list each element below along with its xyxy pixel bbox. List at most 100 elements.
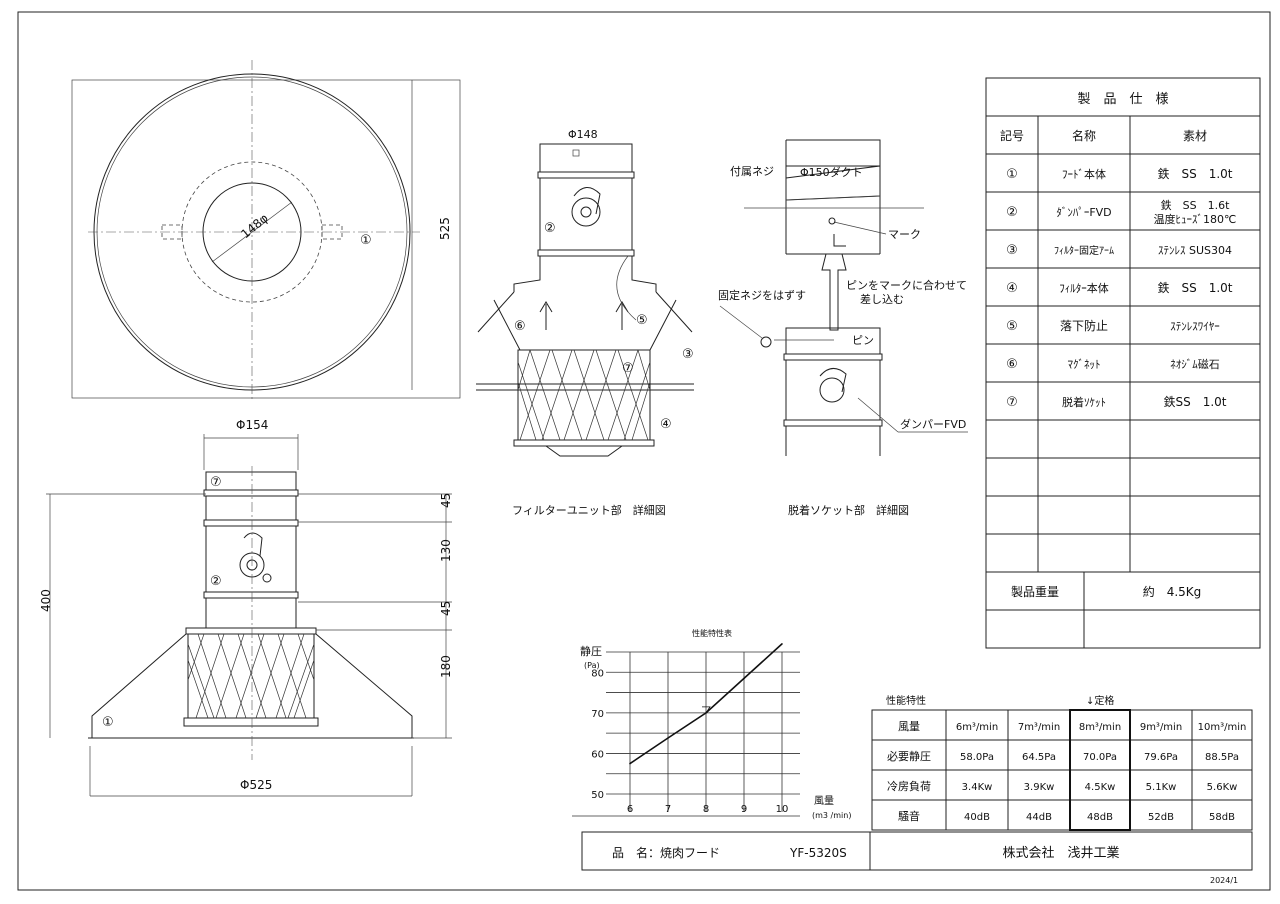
perf-header: 風量: [898, 720, 920, 733]
perf-label: 性能特性: [886, 694, 926, 707]
dim-130: 130: [439, 539, 453, 562]
spec-title: 製 品 仕 様: [1077, 92, 1168, 107]
chart-point: [629, 762, 631, 765]
perf-cell: 44dB: [1026, 812, 1052, 823]
perf-cell: 4.5Kw: [1085, 782, 1116, 793]
chart-point: [743, 677, 745, 680]
socket-label-remove: 固定ネジをはずす: [718, 288, 806, 302]
front-marker-7: ⑦: [210, 475, 222, 490]
inner-diameter-leader: [211, 201, 293, 263]
filter-marker-4: ④: [660, 417, 672, 432]
spec-table: 製 品 仕 様 記号 名称 素材 ① ﾌｰﾄﾞ本体 鉄 SS 1.0t ② ﾀﾞ…: [985, 77, 1261, 649]
chart-ytick-label: 60: [591, 749, 604, 760]
dim-45-lower: 45: [439, 601, 453, 616]
spec-row-name: ﾌｨﾙﾀｰ本体: [1059, 281, 1109, 295]
spec-row-material: 鉄SS 1.0t: [1163, 394, 1226, 409]
filter-arrow-left: [539, 301, 553, 330]
title-block: 品 名：焼肉フード YF-5320S 株式会社 浅井工業 2024/1: [581, 831, 1253, 885]
perf-cell: 58.0Pa: [960, 752, 994, 763]
chart-xtick-label: 10: [776, 804, 789, 815]
inner-diameter-label: 148φ: [238, 211, 271, 242]
perf-header: 8m³/min: [1079, 722, 1121, 733]
chart-xtick-label: 8: [703, 804, 709, 815]
title-company: 株式会社 浅井工業: [1002, 845, 1119, 861]
filter-marker-5: ⑤: [636, 313, 648, 328]
socket-label-damper: ダンパーFVD: [900, 417, 966, 431]
spec-row-sym: ⑤: [1006, 319, 1018, 334]
top-view-clip-left: [161, 224, 183, 240]
chart-rated-marker: [702, 706, 711, 714]
filter-arrow-right: [615, 301, 629, 330]
perf-rated-highlight: [1069, 709, 1131, 831]
chart-ytick-label: 80: [591, 668, 604, 679]
title-model: YF-5320S: [789, 846, 847, 860]
front-upper-duct: [205, 495, 297, 521]
chart-xtick-label: 7: [665, 804, 671, 815]
chart-xunit: (m3 /min): [812, 811, 851, 820]
title-product: 品 名：焼肉フード: [612, 845, 720, 860]
front-filter: [187, 633, 315, 719]
top-view-box: [71, 79, 461, 399]
perf-header: 6m³/min: [956, 722, 998, 733]
spec-row-material: 鉄 SS 1.0t: [1157, 280, 1232, 295]
dim-phi154-label: Φ154: [236, 418, 268, 432]
socket-insert-arrow: [821, 253, 847, 331]
title-date: 2024/1: [1210, 876, 1238, 885]
filter-unit-detail: Φ148 ② ⑤ ⑥ ③ ⑦ ④ フィルターユニット部 詳細図: [476, 128, 694, 517]
perf-cell: 52dB: [1148, 812, 1174, 823]
dim-400-label: 400: [39, 589, 53, 612]
spec-row-name: ﾌｰﾄﾞ本体: [1062, 167, 1106, 181]
spec-row-sym: ③: [1006, 243, 1018, 258]
socket-label-pin: ピン: [852, 334, 874, 347]
dim-phi525-label: Φ525: [240, 778, 272, 792]
spec-row-material: 鉄 SS 1.6t: [1161, 198, 1230, 212]
socket-screw-removed: [760, 336, 772, 348]
filter-damper-hub: [571, 197, 601, 227]
chart-yunit: (Pa): [584, 661, 600, 670]
spec-row-material-2: 温度ﾋｭｰｽﾞ180℃: [1154, 212, 1237, 226]
spec-row-name: 脱着ｿｹｯﾄ: [1062, 395, 1106, 409]
perf-header: 10m³/min: [1198, 722, 1247, 733]
filter-dim-phi148: Φ148: [568, 128, 598, 141]
chart-xtick-label: 9: [741, 804, 747, 815]
dim-45-upper: 45: [439, 493, 453, 508]
spec-row-material: ﾈｵｼﾞﾑ磁石: [1170, 358, 1220, 371]
spec-row-name: ﾀﾞﾝﾊﾟｰFVD: [1056, 206, 1111, 219]
chart-point: [781, 643, 783, 645]
perf-cell: 88.5Pa: [1205, 752, 1239, 763]
perf-header: 7m³/min: [1018, 722, 1060, 733]
socket-label-mark: マーク: [888, 228, 921, 241]
perf-rated-marker: ↓定格: [1086, 694, 1114, 707]
perf-cell: 騒音: [898, 809, 920, 823]
perf-cell: 58dB: [1209, 812, 1235, 823]
spec-header-name: 名称: [1072, 128, 1096, 143]
perf-cell: 3.9Kw: [1024, 782, 1055, 793]
filter-marker-7: ⑦: [622, 361, 634, 376]
chart-xtick-label: 6: [627, 804, 633, 815]
socket-damper-hub: [819, 377, 845, 403]
filter-marker-2: ②: [544, 221, 556, 236]
socket-label-duct: Φ150ダクト: [800, 165, 863, 179]
spec-row-material: ｽﾃﾝﾚｽﾜｲﾔｰ: [1170, 320, 1220, 333]
perf-cell: 70.0Pa: [1083, 752, 1117, 763]
perf-cell: 冷房負荷: [887, 780, 931, 793]
spec-weight-label: 製品重量: [1011, 585, 1059, 599]
spec-row-sym: ⑦: [1006, 395, 1018, 410]
filter-damper-duct: [539, 177, 633, 251]
spec-row-sym: ①: [1006, 167, 1018, 182]
perf-cell: 64.5Pa: [1022, 752, 1056, 763]
filter-caption: フィルターユニット部 詳細図: [512, 503, 666, 517]
spec-row-sym: ⑥: [1006, 357, 1018, 372]
filter-mesh: [517, 349, 651, 441]
socket-caption: 脱着ソケット部 詳細図: [788, 503, 909, 517]
spec-row-material: 鉄 SS 1.0t: [1157, 166, 1232, 181]
front-marker-2: ②: [210, 574, 222, 589]
front-marker-1: ①: [102, 715, 114, 730]
spec-row-name: ﾏｸﾞﾈｯﾄ: [1068, 358, 1101, 371]
perf-cell: 必要静圧: [887, 749, 931, 763]
outer-dim-label: 525: [438, 217, 452, 240]
perf-cell: 5.1Kw: [1146, 782, 1177, 793]
spec-weight-value: 約 4.5Kg: [1143, 584, 1202, 599]
perf-cell: 40dB: [964, 812, 990, 823]
